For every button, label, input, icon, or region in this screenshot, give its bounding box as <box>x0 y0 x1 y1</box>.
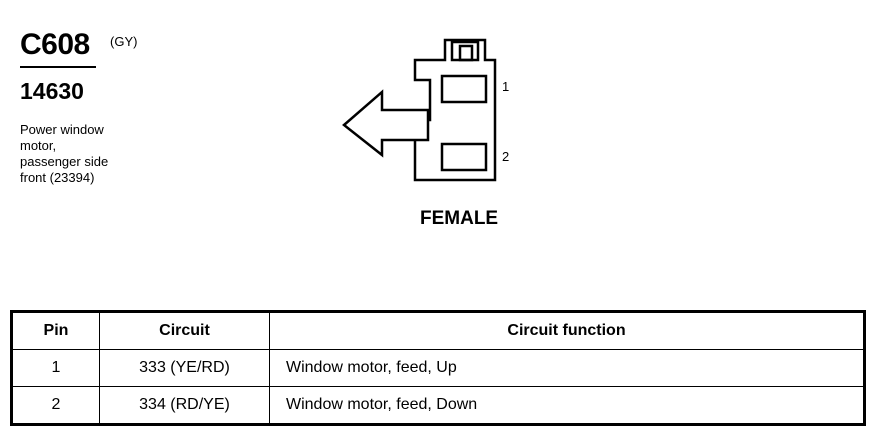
connector-gender: FEMALE <box>420 208 499 229</box>
locking-latch <box>450 40 480 62</box>
cell-circuit-function: Window motor, feed, Down <box>269 386 865 425</box>
part-number: 14630 <box>20 78 84 104</box>
connector-face-diagram <box>342 38 497 182</box>
pin-table: Pin Circuit Circuit function 1 333 (YE/R… <box>10 310 866 426</box>
cell-pin: 2 <box>11 386 100 425</box>
orientation-arrow-icon <box>342 89 430 158</box>
pin-cavity-2 <box>440 142 488 172</box>
header-circuit-function: Circuit function <box>269 311 865 350</box>
pin-label-2: 2 <box>502 149 510 164</box>
description-line: passenger side <box>20 154 109 169</box>
cell-circuit-function: Window motor, feed, Up <box>269 349 865 387</box>
cell-circuit: 334 (RD/YE) <box>99 386 270 425</box>
table-row: 1 333 (YE/RD) Window motor, feed, Up <box>11 349 865 387</box>
latch-slot <box>458 44 474 62</box>
cell-pin: 1 <box>11 349 100 387</box>
table-row: 2 334 (RD/YE) Window motor, feed, Down <box>11 386 865 425</box>
connector-color-code: (GY) <box>110 34 138 49</box>
header-pin: Pin <box>11 311 100 350</box>
cell-circuit: 333 (YE/RD) <box>99 349 270 387</box>
connector-id: C608 <box>20 28 90 61</box>
pin-cavity-1 <box>440 74 488 104</box>
header-circuit: Circuit <box>99 311 270 350</box>
connector-description: Power window motor, passenger side front… <box>20 122 150 186</box>
description-line: Power window <box>20 122 104 137</box>
description-line: motor, <box>20 138 57 153</box>
header-rule <box>20 66 96 68</box>
description-line: front (23394) <box>20 170 95 185</box>
pin-label-1: 1 <box>502 79 510 94</box>
table-header-row: Pin Circuit Circuit function <box>11 311 865 350</box>
